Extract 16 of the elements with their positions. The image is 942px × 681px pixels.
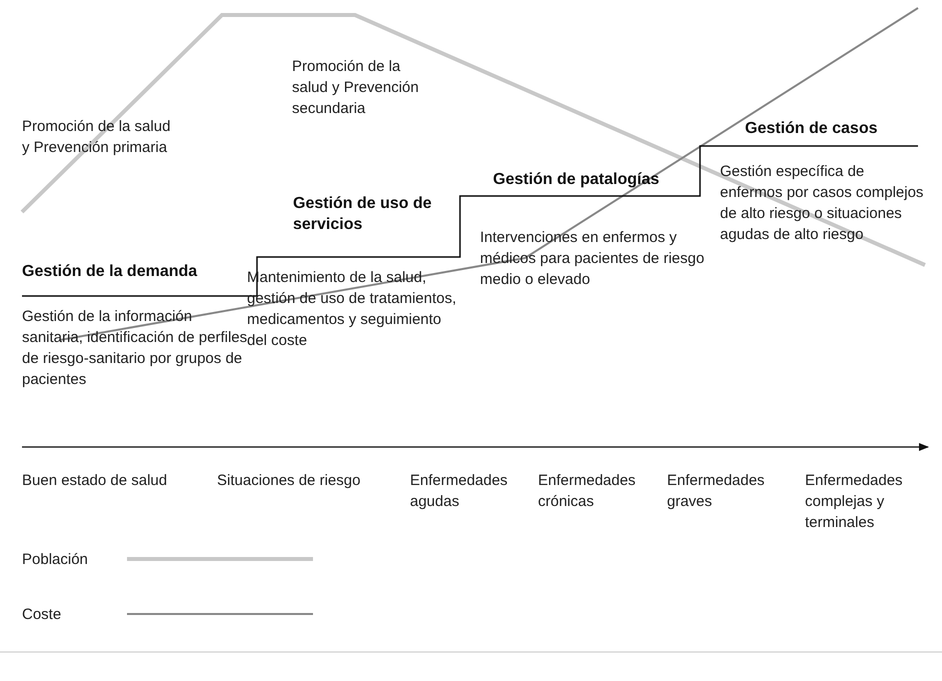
axis-category-label: Enfermedades crónicas (538, 471, 637, 512)
description-text: Promoción de la salud y Prevención primaria (22, 117, 172, 158)
legend-label: Población (22, 550, 88, 570)
description-text: Intervenciones en enfermos y médicos para pacientes de riesgo medio o elevado (480, 228, 706, 290)
step-heading: Gestión de patalogías (493, 170, 660, 190)
legend-label: Coste (22, 605, 62, 625)
step-heading: Gestión de uso de servicios (293, 194, 433, 235)
description-text: Gestión específica de enfermos por casos complejos de alto riesgo o situaciones agudas de alto riesgo (720, 162, 924, 245)
description-text: Promoción de la salud y Prevención secundaria (292, 57, 420, 119)
axis-category-label: Situaciones de riesgo (217, 471, 360, 491)
step-heading: Gestión de la demanda (22, 262, 198, 282)
axis-category-label: Enfermedades complejas y terminales (805, 471, 904, 533)
axis-category-label: Enfermedades graves (667, 471, 766, 512)
step-heading: Gestión de casos (745, 119, 878, 139)
axis-category-label: Enfermedades agudas (410, 471, 509, 512)
axis-category-label: Buen estado de salud (22, 471, 168, 491)
